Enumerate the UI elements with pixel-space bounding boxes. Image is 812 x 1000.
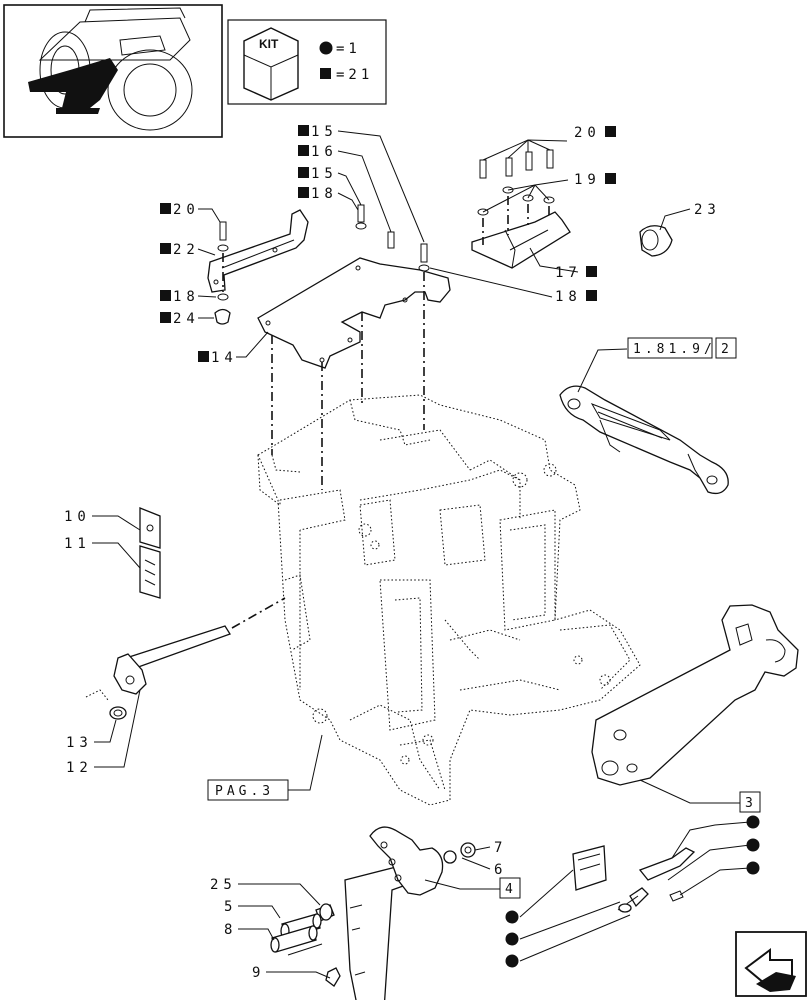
leader-lines — [92, 130, 751, 979]
callout-10: 10 — [64, 509, 91, 525]
callout-18: 18 — [173, 289, 200, 305]
callout-16: 16 — [311, 144, 338, 160]
reference-box-pag3[interactable]: PAG.3 — [207, 779, 289, 801]
fasteners-top — [214, 204, 430, 325]
callout-23: 23 — [694, 202, 721, 218]
kit-title: KIT — [259, 37, 279, 51]
callout-15-a: 15 — [311, 124, 338, 140]
ref-pag3-label: PAG.3 — [215, 784, 274, 799]
hook-assembly-4 — [344, 826, 476, 1000]
reference-box-3[interactable]: 3 — [739, 791, 761, 813]
callout-9: 9 — [252, 965, 265, 981]
ref-181-number: 2 — [721, 342, 733, 357]
navigate-arrow-icon[interactable] — [735, 931, 807, 997]
assembly-axis-lines — [222, 253, 425, 490]
callout-11: 11 — [64, 536, 91, 552]
callout-14: 14 — [211, 350, 238, 366]
reference-box-181[interactable]: 1.81.9/A 2 — [627, 337, 737, 359]
callout-25: 25 — [210, 877, 237, 893]
circle-marker-icon — [319, 41, 333, 55]
callout-labels: 20 22 18 24 14 15 16 15 18 20 19 17 18 2… — [64, 124, 721, 981]
bracket-22 — [207, 209, 309, 293]
top-link-assembly — [559, 385, 729, 495]
kit-square-count: =21 — [336, 67, 373, 83]
callout-15-b: 15 — [311, 166, 338, 182]
callout-13: 13 — [66, 735, 93, 751]
callout-22: 22 — [173, 242, 200, 258]
callout-24: 24 — [173, 311, 200, 327]
kit-legend-box: KIT =1 =21 — [227, 19, 387, 105]
ref-3-label: 3 — [745, 796, 757, 811]
bracket-17 — [471, 149, 571, 269]
square-markers — [160, 125, 616, 362]
callout-20-b: 20 — [574, 125, 601, 141]
callout-17: 17 — [555, 265, 582, 281]
rubber-bush-23 — [639, 225, 673, 257]
square-marker-icon — [320, 68, 331, 79]
tractor-thumbnail[interactable] — [3, 4, 223, 138]
bushes-bottom-left — [270, 903, 341, 987]
cover-plate-14 — [257, 257, 451, 369]
callout-7: 7 — [494, 840, 507, 856]
circle-markers — [505, 815, 760, 968]
callout-5: 5 — [224, 899, 237, 915]
lower-link-3 — [591, 604, 799, 786]
callout-19: 19 — [574, 172, 601, 188]
decal-10-11 — [139, 507, 161, 599]
ref-181-label: 1.81.9/A — [633, 342, 728, 357]
callout-20: 20 — [173, 202, 200, 218]
callout-18-b: 18 — [311, 186, 338, 202]
callout-8: 8 — [224, 922, 237, 938]
small-parts-bottom-right — [572, 845, 696, 913]
hitch-frame-phantom — [257, 394, 641, 806]
kit-circle-count: =1 — [336, 41, 361, 57]
reference-box-4[interactable]: 4 — [499, 877, 521, 899]
callout-12: 12 — [66, 760, 93, 776]
ref-4-label: 4 — [505, 882, 517, 897]
clip-13 — [85, 689, 127, 720]
callout-6: 6 — [494, 862, 507, 878]
lift-rod-pin — [113, 597, 286, 695]
callout-18-c: 18 — [555, 289, 582, 305]
